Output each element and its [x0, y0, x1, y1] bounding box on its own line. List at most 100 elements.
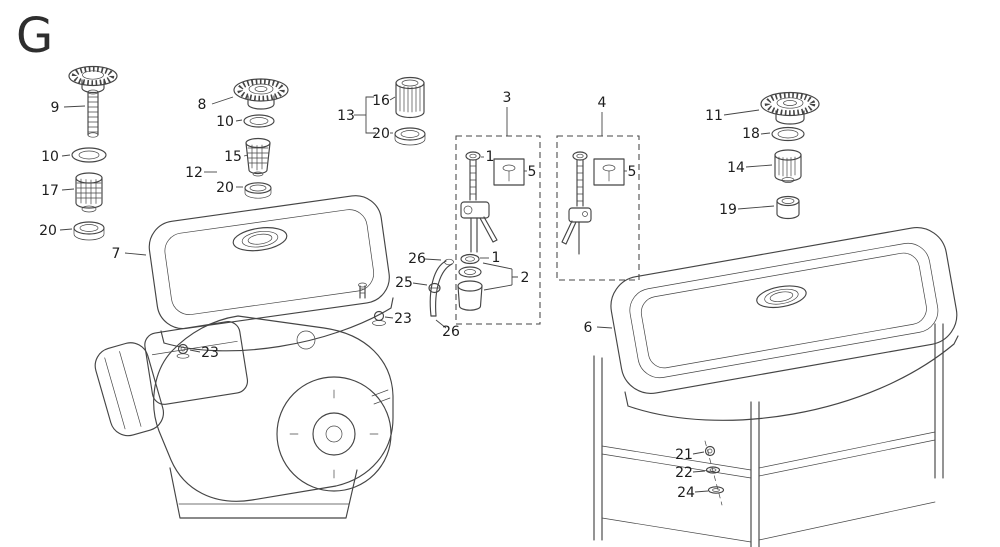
callout-1b-text: 1 — [492, 250, 501, 266]
joint-washer — [460, 253, 480, 265]
callout-23a-text: 23 — [394, 311, 412, 327]
gasket — [244, 182, 272, 199]
callout-3: 3 — [503, 90, 512, 136]
callout-20a-text: 20 — [39, 223, 57, 239]
leader-line — [424, 258, 442, 261]
leader-line — [59, 228, 73, 231]
callout-1b: 1 — [480, 250, 500, 266]
leader-line — [211, 96, 234, 105]
leader-line — [63, 105, 86, 108]
flange-bolt — [176, 343, 190, 359]
leader-line — [384, 316, 394, 319]
callout-8-text: 8 — [198, 97, 207, 113]
gasket — [394, 127, 426, 146]
fuel-cap-stack-left — [233, 78, 289, 199]
callout-14-text: 14 — [727, 160, 745, 176]
fuel-strainer — [774, 149, 802, 183]
fuel-gauge-cap-stack — [68, 65, 118, 241]
callout-26b-text: 26 — [442, 324, 460, 340]
tube-clamp — [428, 282, 441, 294]
washer — [771, 126, 805, 142]
callout-7: 7 — [112, 246, 147, 262]
leader-line — [694, 490, 709, 493]
callout-21-text: 21 — [675, 447, 693, 463]
callout-22: 22 — [675, 465, 706, 481]
leader-line — [412, 282, 428, 286]
callout-5b-text: 5 — [628, 164, 637, 180]
leader-line — [435, 319, 447, 329]
callout-12-text: 12 — [185, 165, 203, 181]
leader-line — [596, 326, 613, 329]
callout-9: 9 — [51, 100, 86, 116]
leader-line — [723, 109, 760, 116]
sediment-cup — [457, 266, 483, 311]
fuel-tube — [428, 258, 454, 317]
flange-nut — [372, 310, 386, 326]
fuel-strainer — [75, 172, 103, 213]
frame-outline — [593, 323, 944, 547]
callout-11-text: 11 — [705, 108, 723, 124]
callout-6-text: 6 — [584, 320, 593, 336]
callout-11: 11 — [705, 108, 760, 124]
section-letter: G — [16, 8, 53, 64]
fuel-strainer — [245, 137, 271, 177]
collar — [776, 195, 800, 220]
leader-line — [189, 349, 201, 353]
callout-4: 4 — [598, 95, 607, 136]
callout-2-text: 2 — [521, 270, 530, 286]
bracket-line — [365, 96, 376, 134]
callout-25: 25 — [395, 275, 428, 291]
callout-5a-text: 5 — [528, 164, 537, 180]
callout-20c: 20 — [372, 126, 393, 142]
leader-line — [745, 164, 773, 168]
leader-line — [235, 119, 243, 122]
leader-line — [760, 132, 771, 135]
engine-outline — [94, 315, 394, 519]
leader-line — [692, 451, 705, 455]
bracket-line — [482, 262, 518, 291]
callout-25-text: 25 — [395, 275, 413, 291]
callout-13-text: 13 — [337, 108, 355, 124]
leader-line — [692, 470, 706, 473]
callout-10a: 10 — [41, 149, 71, 165]
washer — [243, 114, 275, 128]
frame-washer-a — [705, 466, 721, 474]
callout-10b: 10 — [216, 114, 243, 130]
callout-26a-text: 26 — [408, 251, 426, 267]
frame-washer-b — [707, 486, 725, 494]
fuel-valve-assembly-3 — [455, 135, 541, 325]
leader-line — [61, 188, 75, 191]
callout-20b: 20 — [216, 180, 243, 196]
callout-9-text: 9 — [51, 100, 60, 116]
callout-1a-text: 1 — [486, 149, 495, 165]
drain-bolt — [358, 282, 367, 299]
callout-23b: 23 — [189, 345, 219, 361]
callout-15: 15 — [224, 149, 249, 165]
fuel-cap-stack-right — [760, 91, 820, 220]
callout-2: 2 — [482, 262, 530, 291]
callout-10a-text: 10 — [41, 149, 59, 165]
callout-5a: 5 — [524, 164, 536, 180]
strainer-cup-stack — [394, 76, 426, 146]
callout-17-text: 17 — [41, 183, 59, 199]
callout-4-text: 4 — [598, 95, 607, 111]
callout-19-text: 19 — [719, 202, 737, 218]
callout-21: 21 — [675, 447, 705, 463]
callout-14: 14 — [727, 160, 773, 176]
callout-20b-text: 20 — [216, 180, 234, 196]
detail-box-5a — [493, 158, 525, 186]
callout-3-text: 3 — [503, 90, 512, 106]
callout-23a: 23 — [384, 311, 412, 327]
callout-19: 19 — [719, 202, 775, 218]
callout-26a: 26 — [408, 251, 442, 267]
gauge-stem — [87, 89, 99, 138]
callout-23b-text: 23 — [201, 345, 219, 361]
callout-24: 24 — [677, 485, 709, 501]
callout-16: 16 — [372, 93, 396, 109]
callout-13: 13 — [337, 96, 376, 134]
callout-24-text: 24 — [677, 485, 695, 501]
gasket — [73, 221, 105, 241]
leader-line — [124, 252, 147, 256]
fuel-tank-right — [610, 227, 959, 421]
